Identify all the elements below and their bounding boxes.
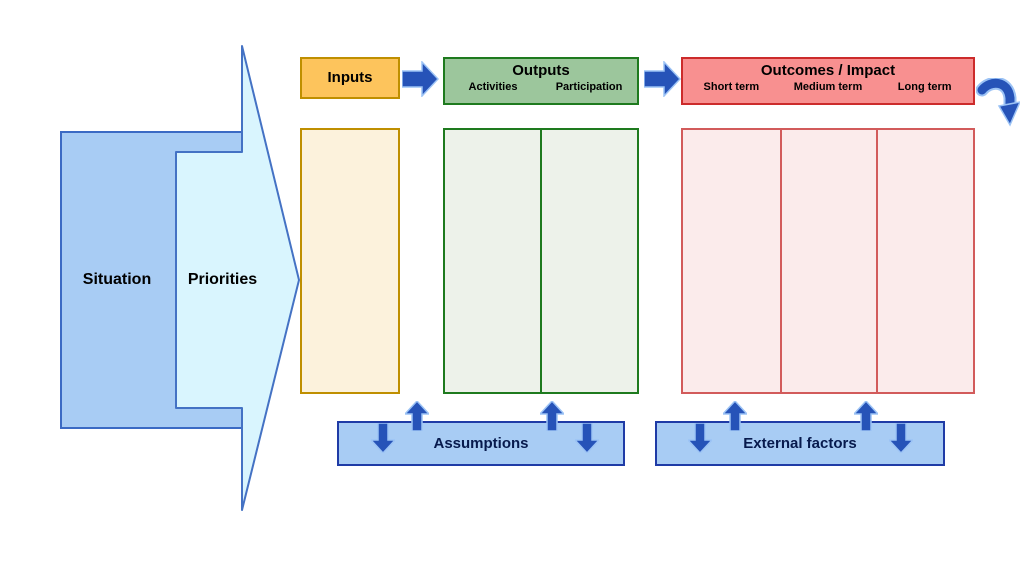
assumptions-box: Assumptions [337,421,625,466]
arrow-down-icon [889,423,913,453]
arrow-right-icon [402,61,439,97]
arrow-down-icon [371,423,395,453]
arrow-up-icon [854,401,878,431]
outputs-header: Outputs Activities Participation [443,57,639,105]
outputs-activities-label: Activities [468,81,518,94]
priorities-arrow [175,45,300,511]
outputs-label: Outputs [512,62,570,79]
outputs-subheaders: Activities Participation [445,81,637,93]
arrow-right-icon [644,61,681,97]
arrow-up-icon [405,401,429,431]
assumptions-label: Assumptions [433,435,529,452]
outcomes-medium-term-label: Medium term [793,81,863,94]
arrow-up-icon [540,401,564,431]
arrow-up-icon [723,401,747,431]
external-factors-label: External factors [743,435,857,452]
arrow-down-icon [575,423,599,453]
outcomes-column-divider-2 [876,130,879,392]
outcomes-header: Outcomes / Impact Short term Medium term… [681,57,975,105]
outcomes-label: Outcomes / Impact [760,62,896,79]
outputs-columns [443,128,639,394]
inputs-label: Inputs [327,68,373,86]
priorities-label: Priorities [187,271,258,288]
inputs-column [300,128,400,394]
outcomes-subheaders: Short term Medium term Long term [683,81,973,93]
arrow-down-icon [688,423,712,453]
outcomes-column-divider-1 [779,130,782,392]
inputs-header: Inputs [300,57,400,99]
outputs-column-divider [540,130,542,392]
situation-label: Situation [82,271,152,288]
outcomes-short-term-label: Short term [703,81,760,94]
outputs-participation-label: Participation [555,81,623,94]
outcomes-long-term-label: Long term [897,81,952,94]
curved-arrow-icon [976,78,1020,127]
outcomes-columns [681,128,975,394]
